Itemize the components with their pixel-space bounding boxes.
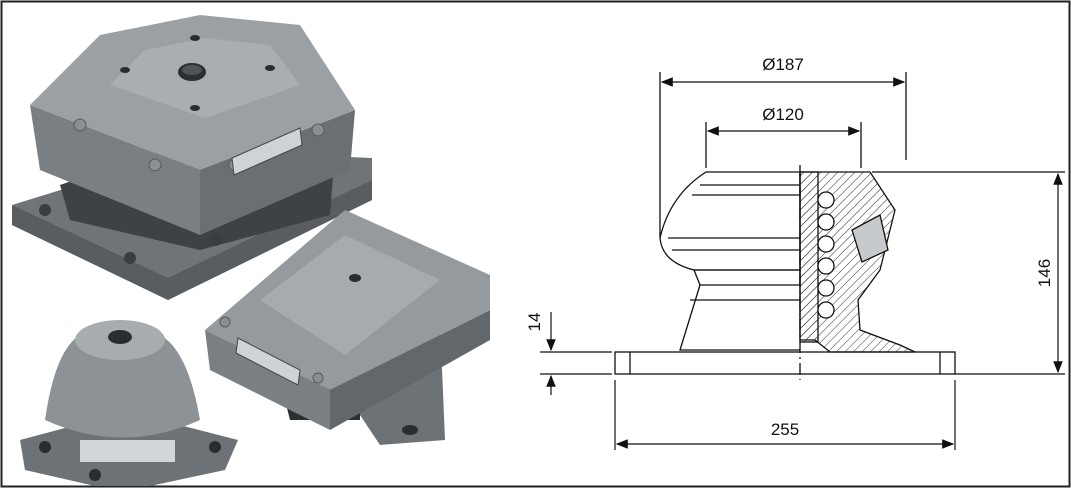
dim-label-flange-thickness: 14	[525, 313, 544, 332]
square-mount-photo	[12, 15, 372, 300]
conical-mount-photo	[20, 320, 238, 486]
dim-label-base-width: 255	[771, 420, 799, 439]
dim-label-inner-diameter: Ø120	[762, 105, 804, 124]
dimension-lines	[540, 77, 1063, 450]
cross-section-drawing	[614, 72, 1065, 380]
dim-label-height: 146	[1035, 259, 1054, 287]
cross-mount-photo	[205, 210, 490, 445]
dim-label-outer-diameter: Ø187	[762, 55, 804, 74]
